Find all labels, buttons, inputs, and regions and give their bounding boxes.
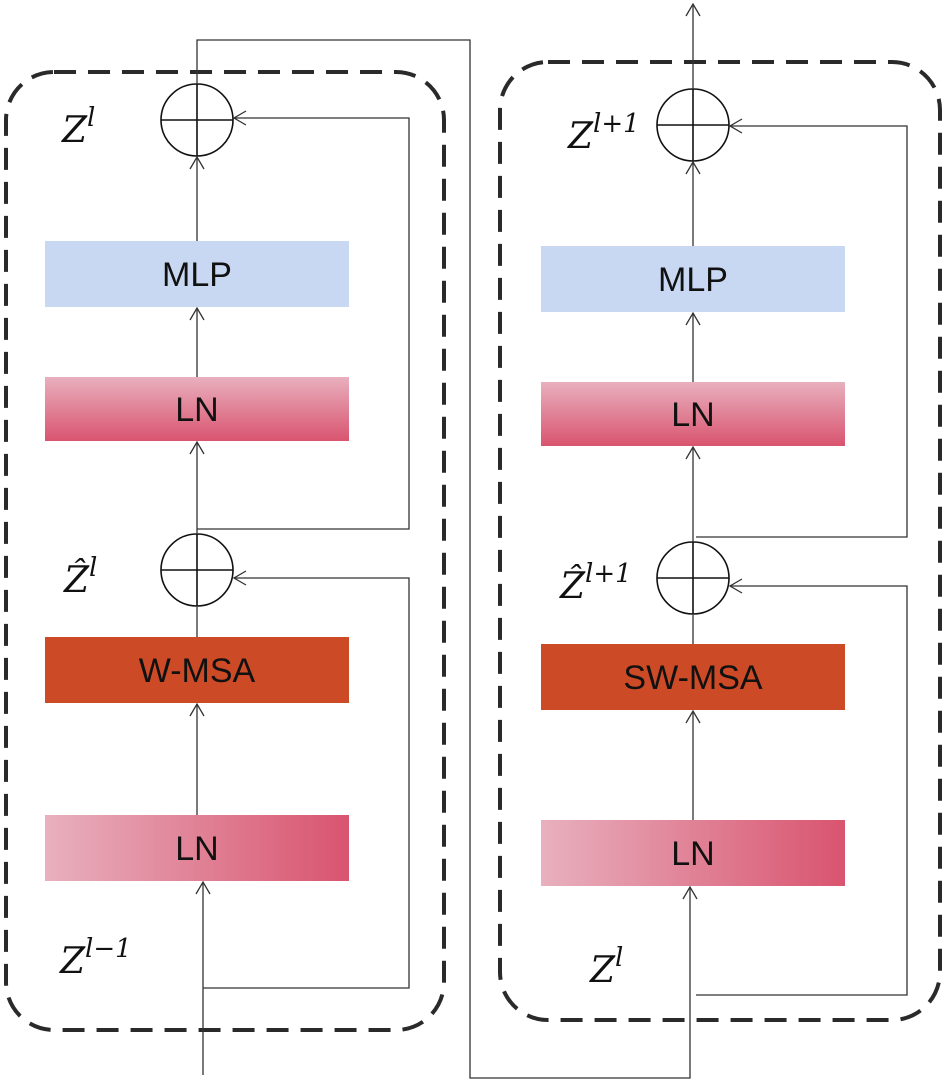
right-ln-lower-box [541, 820, 845, 886]
left-attention-label: W-MSA [139, 652, 256, 690]
left-ln-upper-label: LN [175, 391, 218, 429]
right-mlp-label: MLP [658, 261, 728, 299]
right-input-label: Zl [589, 943, 623, 991]
right-attention-box [541, 644, 845, 710]
right-mlp-box [541, 246, 845, 312]
left-top-sum-label: Zl [61, 103, 95, 151]
left-residual-connectors [197, 110, 410, 989]
right-attention-label: SW-MSA [623, 659, 762, 697]
left-transformer-block: MLP LN W-MSA LN [4, 70, 446, 1075]
left-mid-sum-node [160, 533, 234, 607]
right-top-sum-node [656, 88, 730, 162]
left-mlp-box [45, 241, 349, 307]
right-mid-sum-node [656, 541, 730, 615]
right-ln-lower-label: LN [671, 835, 714, 873]
left-mlp-label: MLP [162, 256, 232, 294]
left-top-sum-node [160, 83, 234, 157]
left-ln-lower-label: LN [175, 830, 218, 868]
left-main-connectors [189, 155, 211, 1075]
left-ln-lower-box [45, 815, 349, 881]
right-main-connectors [682, 2, 701, 1020]
right-transformer-block: MLP LN SW-MSA LN [498, 2, 942, 1022]
right-residual-connectors [696, 118, 908, 996]
inter-block-connector [196, 39, 691, 1079]
left-input-label: Zl−1 [59, 934, 132, 982]
left-mid-sum-label: Ẑl [63, 553, 97, 601]
left-block-dashed-frame [4, 70, 446, 1032]
left-ln-upper-box [45, 377, 349, 441]
right-block-dashed-frame [498, 60, 942, 1022]
right-top-sum-label: Zl+1 [567, 109, 640, 157]
right-mid-sum-label: Ẑl+1 [559, 559, 632, 607]
left-attention-box [45, 637, 349, 703]
right-ln-upper-box [541, 382, 845, 446]
right-ln-upper-label: LN [671, 396, 714, 434]
